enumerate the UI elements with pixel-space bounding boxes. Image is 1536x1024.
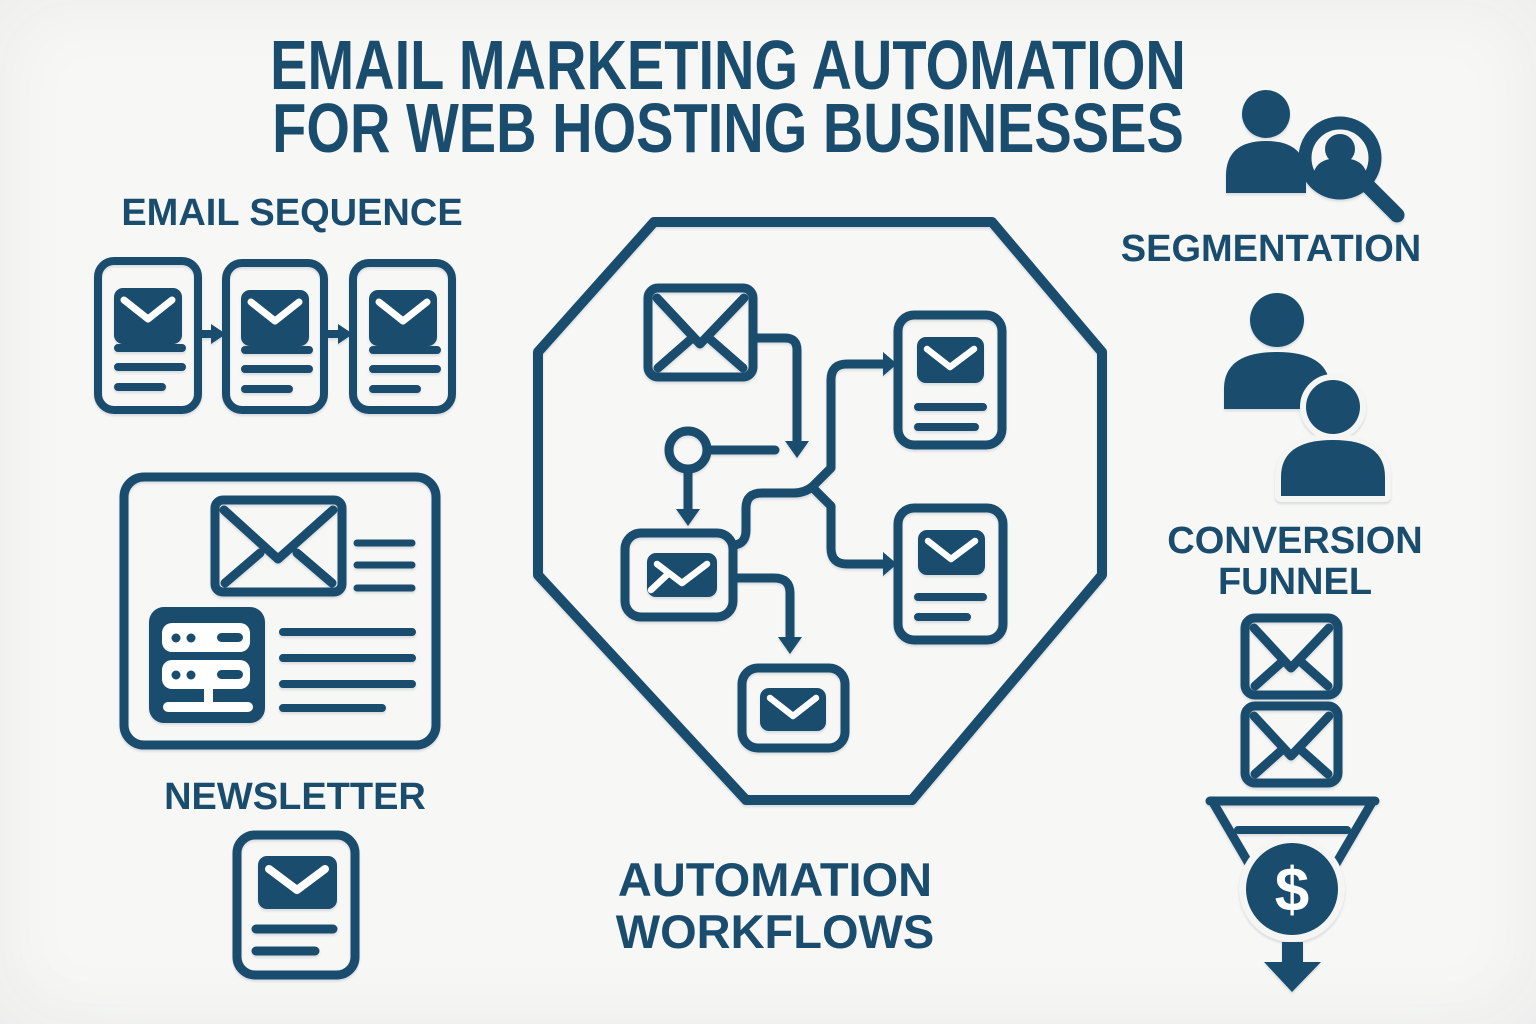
- down-arrow-icon: [1264, 942, 1321, 992]
- email-card-icon: [737, 663, 850, 753]
- flow-connector-down: [748, 333, 809, 458]
- email-card-icon: [893, 310, 1007, 450]
- flow-branch-left: [729, 482, 817, 550]
- segmentation-icon: [1226, 90, 1405, 223]
- dollar-symbol: $: [1275, 856, 1309, 925]
- conversion-funnel-label: CONVERSION FUNNEL: [1095, 521, 1495, 603]
- dollar-coin-icon: $: [1239, 836, 1345, 942]
- audience-persons-icon: [1224, 293, 1391, 502]
- right-arrow-icon: [324, 324, 353, 344]
- email-card-icon: [893, 503, 1008, 645]
- person-icon: [1275, 374, 1391, 502]
- email-card-icon: [222, 259, 328, 414]
- flow-connector-down: [728, 573, 802, 654]
- email-card-icon: [94, 257, 202, 414]
- envelope-icon: [1240, 701, 1343, 788]
- server-icon: [149, 607, 265, 723]
- page-title-line1: EMAIL MARKETING AUTOMATION: [270, 26, 1186, 104]
- page-title-line2: FOR WEB HOSTING BUSINESSES: [272, 89, 1184, 167]
- conversion-funnel-icon: $: [1205, 613, 1380, 992]
- page-title: EMAIL MARKETING AUTOMATION FOR WEB HOSTI…: [0, 26, 1456, 167]
- newsletter-icon: [119, 472, 441, 750]
- magnifier-person-icon: [1298, 116, 1405, 223]
- email-card-icon: [620, 528, 738, 622]
- automation-workflows-label-line2: WORKFLOWS: [615, 905, 935, 958]
- condition-node-icon: [664, 426, 780, 526]
- segmentation-label: SEGMENTATION: [1120, 228, 1422, 270]
- conversion-funnel-label-line1: CONVERSION: [1167, 520, 1423, 562]
- automation-workflows-label: AUTOMATION WORKFLOWS: [575, 854, 975, 958]
- envelope-icon: [643, 283, 758, 382]
- person-icon: [1226, 90, 1306, 193]
- email-sequence-icon: [94, 257, 456, 414]
- envelope-icon: [1240, 613, 1343, 700]
- newsletter-label: NEWSLETTER: [164, 776, 426, 818]
- envelope-icon: [210, 495, 347, 597]
- email-sequence-label: EMAIL SEQUENCE: [121, 192, 463, 234]
- automation-workflows-label-line1: AUTOMATION: [617, 853, 933, 906]
- right-arrow-icon: [197, 324, 226, 344]
- email-card-icon: [232, 830, 360, 980]
- text-lines: [279, 628, 416, 712]
- email-card-icon: [349, 259, 456, 414]
- automation-workflows-icon: [533, 217, 1107, 805]
- flow-branch-up: [807, 352, 897, 492]
- flow-branch-down: [807, 482, 897, 576]
- text-lines: [353, 539, 416, 592]
- octagon-border: [533, 217, 1107, 805]
- conversion-funnel-label-line2: FUNNEL: [1217, 561, 1373, 603]
